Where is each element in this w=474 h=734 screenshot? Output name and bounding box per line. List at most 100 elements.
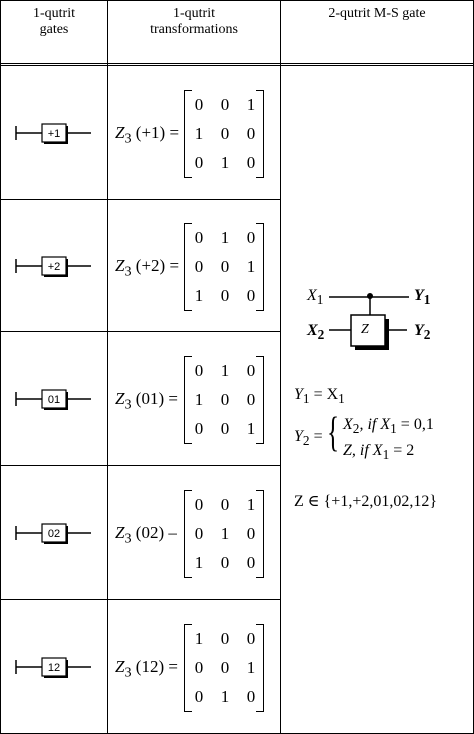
gate-cell: 12 [1,600,107,733]
matrix-entry: 1 [220,687,230,706]
header-gates-line2: gates [39,22,69,37]
matrix-bracket-left [184,490,192,578]
transformation-lhs: Z3 (02) – [115,523,177,547]
matrix-bracket-right [256,624,264,712]
matrix-entry: 0 [246,153,256,172]
gate-box [41,389,67,409]
matrix-bracket-right [256,490,264,578]
gate-box [41,256,67,276]
matrix-entry: 0 [220,629,230,648]
header-divider [0,63,474,64]
matrix-entry: 1 [194,124,204,143]
matrix-entry: 0 [194,524,204,543]
matrix-entry: 1 [246,95,256,114]
matrix-entry: 0 [220,286,230,305]
x2-label: X [307,322,318,339]
gate-box [41,123,67,143]
matrix-bracket-left [184,90,192,178]
matrix-bracket-right [256,223,264,311]
header-divider-double [0,65,474,66]
matrix-entry: 0 [194,495,204,514]
header-gates: 1-qutrit gates [1,6,107,38]
y2-sub: 2 [423,327,431,343]
gate-cell: +2 [1,200,107,331]
transformation-lhs: Z3 (12) = [115,657,178,681]
matrix-entry: 0 [220,390,230,409]
brace: { [327,410,340,456]
gate-symbol: 02 [15,523,91,544]
column-divider [280,0,281,734]
gate-cell: 02 [1,466,107,599]
y1-label: Y [414,287,424,304]
gate-label: 12 [48,662,60,674]
matrix-entry: 0 [194,228,204,247]
matrix-entry: 0 [220,553,230,572]
case2: Z, if X1 = 2 [343,442,415,463]
matrix-entry: 0 [246,361,256,380]
gate-box [41,523,67,543]
gate-cell: 01 [1,332,107,465]
header-transformations-line1: 1-qutrit [173,6,215,21]
row-divider [0,465,280,466]
gate-symbol: +2 [15,256,91,277]
gate-symbol: 01 [15,389,91,410]
matrix-entry: 0 [246,524,256,543]
matrix-entry: 1 [220,361,230,380]
matrix-bracket-left [184,624,192,712]
x1-sub: 1 [316,292,324,308]
matrix-entry: 1 [246,658,256,677]
gate-symbol: +1 [15,123,91,144]
ms-gate-cell: X1 X2 Y1 Y2 Z Y1 = X1 Y2 = { X2, if X1 =… [281,66,473,733]
matrix-entry: 0 [246,228,256,247]
gate-box [41,657,67,677]
x2-sub: 2 [317,327,325,343]
matrix-entry: 0 [220,495,230,514]
gate-label: 02 [48,528,60,540]
matrix-entry: 1 [194,629,204,648]
matrix-entry: 1 [246,419,256,438]
matrix-entry: 1 [220,524,230,543]
table-border-left [0,0,1,734]
row-divider [0,199,280,200]
eq-y1: Y1 = X1 [294,386,345,407]
matrix-entry: 0 [194,687,204,706]
matrix-entry: 1 [194,286,204,305]
gate-symbol: 12 [15,657,91,678]
matrix-entry: 0 [220,257,230,276]
matrix-entry: 0 [246,286,256,305]
header-transformations-line2: transformations [150,22,238,37]
header-transformations: 1-qutrit transformations [108,6,280,38]
gate-label: +2 [48,261,61,273]
eq-y2-lhs: Y2 = [294,428,323,449]
matrix-entry: 0 [246,687,256,706]
matrix-entry: 0 [220,124,230,143]
transformation-lhs: Z3 (01) = [115,389,178,413]
matrix-entry: 1 [246,257,256,276]
z-box-label: Z [361,322,369,337]
table-border-top [0,0,474,1]
row-divider [0,599,280,600]
y1-sub: 1 [423,292,431,308]
gate-label: +1 [48,128,61,140]
matrix-entry: 0 [246,553,256,572]
transformation-lhs: Z3 (+2) = [115,256,180,280]
matrix-entry: 0 [194,361,204,380]
matrix-bracket-left [184,223,192,311]
matrix-entry: 1 [246,495,256,514]
matrix-entry: 1 [220,153,230,172]
matrix-entry: 0 [194,153,204,172]
gate-cell: +1 [1,66,107,199]
matrix-entry: 1 [194,553,204,572]
matrix-bracket-left [184,356,192,444]
header-gates-line1: 1-qutrit [33,6,75,21]
z-box [350,314,386,347]
matrix-entry: 0 [194,419,204,438]
